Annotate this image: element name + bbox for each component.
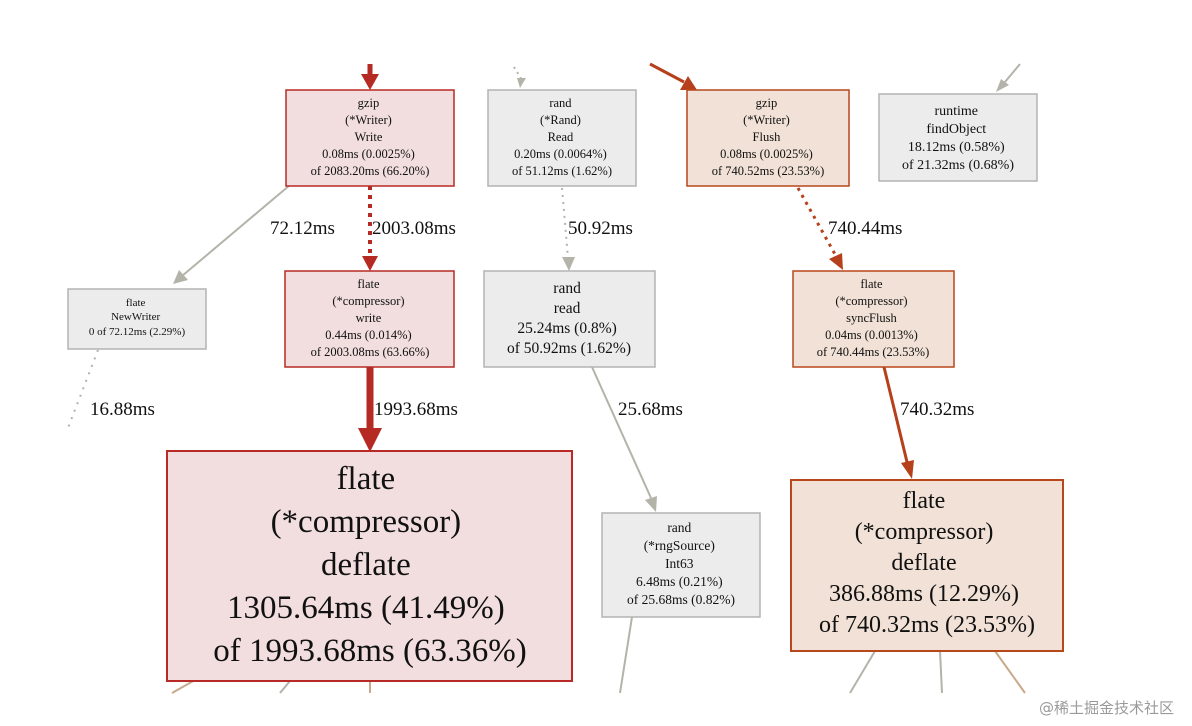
edge-into-findobject (996, 63, 1021, 92)
edge-label-write-to-compressor: 2003.08ms (372, 218, 456, 239)
edge-label-flush-to-syncflush: 740.44ms (828, 218, 902, 239)
edge-rand-read-to-read (561, 187, 575, 271)
svg-text:gzip (*Writer) Flu: gzip (*Writer) Flush 0.08ms (0.0025%) of… (712, 96, 825, 178)
svg-text:runtime findObject: runtime findObject 18.12ms (0.58%) of 21… (902, 104, 1014, 173)
node-runtime-findobject[interactable]: runtime findObject 18.12ms (0.58%) of 21… (878, 93, 1038, 182)
node-rand-rand-read[interactable]: rand (*Rand) Read 0.20ms (0.0064%) of 51… (487, 89, 637, 187)
svg-text:flate (*compressor): flate (*compressor) deflate 1305.64ms (4… (213, 461, 526, 669)
svg-text:rand (*rngSource): rand (*rngSource) Int63 6.48ms (0.21%) o… (627, 520, 735, 607)
edge-read-to-int63 (591, 366, 657, 512)
edge-label-newwriter-out: 16.88ms (90, 399, 155, 420)
node-flate-newwriter[interactable]: flate NewWriter 0 of 72.12ms (2.29%) (67, 288, 207, 350)
edge-label-newwriter: 72.12ms (270, 218, 335, 239)
edge-into-gzip-flush (649, 62, 697, 90)
edge-bottom-stubs (171, 616, 1026, 694)
node-flate-compressor-write[interactable]: flate (*compressor) write 0.44ms (0.014%… (284, 270, 455, 368)
edge-label-syncflush-to-deflate: 740.32ms (900, 399, 974, 420)
edge-into-rand-read (513, 66, 526, 88)
node-gzip-writer-flush[interactable]: gzip (*Writer) Flush 0.08ms (0.0025%) of… (686, 89, 850, 187)
node-gzip-writer-write[interactable]: gzip (*Writer) Write 0.08ms (0.0025%) of… (285, 89, 455, 187)
edge-label-read-to-int63: 25.68ms (618, 399, 683, 420)
edge-label-rand-read: 50.92ms (568, 218, 633, 239)
node-flate-compressor-syncflush[interactable]: flate (*compressor) syncFlush 0.04ms (0.… (792, 270, 955, 368)
edge-into-gzip-write (361, 64, 379, 90)
edge-label-write-to-deflate: 1993.68ms (374, 399, 458, 420)
edge-gzip-write-to-newwriter (173, 184, 291, 284)
svg-text:flate (*compressor): flate (*compressor) deflate 386.88ms (12… (819, 488, 1035, 638)
svg-text:rand (*Rand) Read: rand (*Rand) Read 0.20ms (0.0064%) of 51… (512, 96, 612, 178)
svg-text:rand read 25.24ms: rand read 25.24ms (0.8%) of 50.92ms (1.6… (507, 280, 631, 357)
svg-text:flate (*compressor): flate (*compressor) write 0.44ms (0.014%… (311, 277, 430, 359)
node-flate-compressor-deflate-hot[interactable]: flate (*compressor) deflate 1305.64ms (4… (166, 450, 573, 682)
node-rand-read[interactable]: rand read 25.24ms (0.8%) of 50.92ms (1.6… (483, 270, 656, 368)
edge-syncflush-to-deflate (882, 366, 914, 479)
svg-text:flate NewWriter 0: flate NewWriter 0 of 72.12ms (2.29%) (89, 297, 186, 338)
node-flate-compressor-deflate-warm[interactable]: flate (*compressor) deflate 386.88ms (12… (790, 479, 1064, 652)
node-rand-rngsource-int63[interactable]: rand (*rngSource) Int63 6.48ms (0.21%) o… (601, 512, 761, 618)
edge-newwriter-out (67, 349, 99, 429)
svg-text:flate (*compressor): flate (*compressor) syncFlush 0.04ms (0.… (817, 277, 930, 359)
edge-write-to-deflate (358, 367, 382, 452)
edge-flush-to-syncflush (796, 187, 843, 270)
edge-gzip-write-to-compressor-write (362, 186, 378, 271)
svg-text:gzip (*Writer) Wri: gzip (*Writer) Write 0.08ms (0.0025%) of… (311, 96, 430, 178)
watermark: @稀土掘金技术社区 (1038, 699, 1174, 717)
